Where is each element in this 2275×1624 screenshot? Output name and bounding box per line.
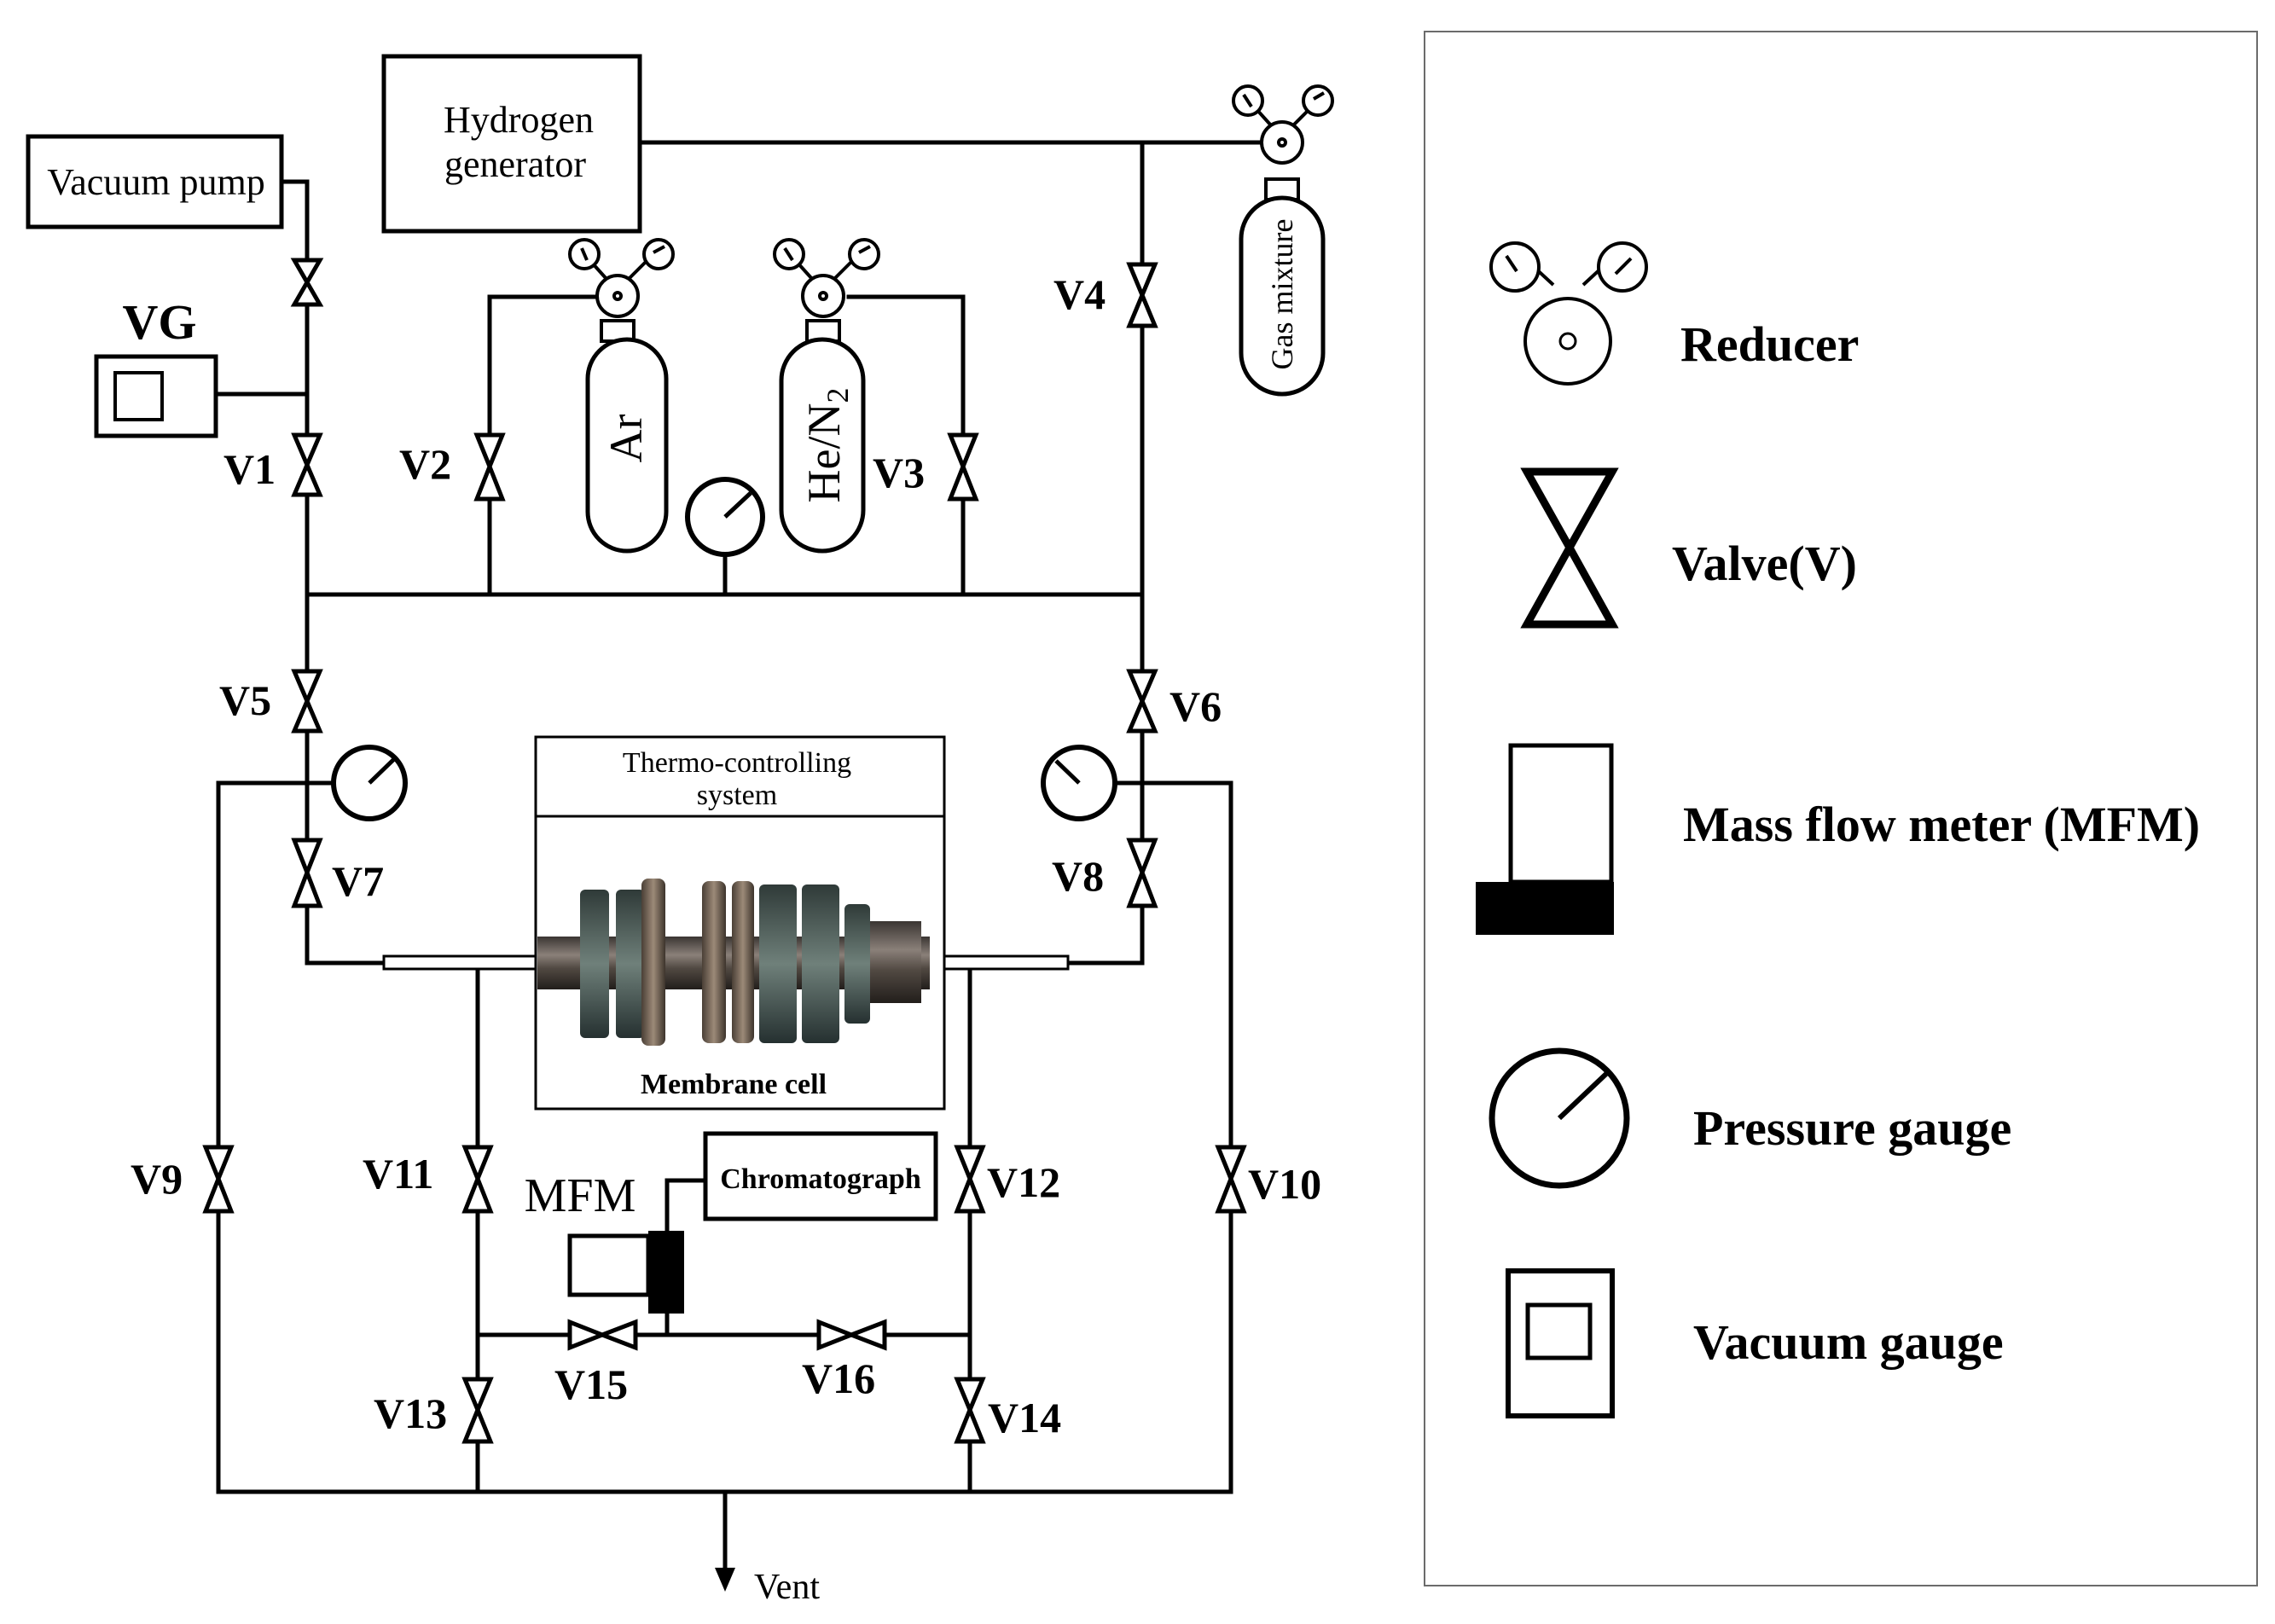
legend-vacuum-gauge-label: Vacuum gauge [1693,1314,2004,1370]
valve-label-v9: V9 [131,1155,183,1203]
he-n2-cylinder: He/N2 [779,319,866,554]
valve-v10-icon [1215,1145,1247,1214]
valve-vacuum-pump-icon [290,258,324,307]
hydrogen-generator: Hydrogen generator [381,54,642,234]
valve-label-v10: V10 [1248,1160,1321,1208]
vacuum-gauge-label: VG [123,294,197,350]
valves [202,258,1247,1444]
reducer-he-n2 [773,238,880,318]
he-n2-text: He/N [798,403,850,503]
right-pressure-gauge [1041,745,1117,821]
valve-label-v2: V2 [399,440,451,488]
vacuum-pump-label: Vacuum pump [47,161,264,203]
gas-mixture-label: Gas mixture [1265,219,1299,370]
valve-label-v8: V8 [1052,852,1104,900]
membrane-cell-label: Membrane cell [641,1069,827,1100]
valve-v2-icon [473,432,506,502]
gas-mixture-cylinder: Gas mixture [1239,177,1326,397]
membrane-cell-image [537,879,930,1046]
valve-label-v1: V1 [223,445,276,493]
reducer-ar [568,238,675,318]
vacuum-gauge-vg: VG [94,294,218,438]
legend-valve-icon [1520,467,1619,629]
legend-reducer-label: Reducer [1680,316,1859,372]
piping [215,140,1263,1572]
valve-label-v5: V5 [219,676,271,724]
valve-v7-icon [291,838,323,908]
legend-pressure-gauge-icon [1489,1047,1630,1189]
ar-cylinder-label: Ar [601,414,652,462]
mfm-device: MFM [525,1169,684,1314]
valve-v8-icon [1126,838,1158,908]
valve-v12-icon [954,1145,986,1214]
vacuum-pump: Vacuum pump [26,134,284,229]
valve-label-v11: V11 [363,1150,433,1198]
valve-label-v15: V15 [554,1360,628,1408]
valve-labels: V1 V2 V3 V4 V5 V6 V7 V8 V9 V10 V11 V12 V… [131,270,1321,1441]
legend-mfm-icon [1476,743,1614,935]
reducer-gas-mixture [1232,84,1334,165]
valve-v5-icon [291,669,323,734]
chromatograph: Chromatograph [703,1131,938,1221]
valve-v13-icon [461,1377,494,1444]
valve-label-v7: V7 [332,857,384,905]
chromatograph-label: Chromatograph [720,1163,921,1195]
vent-label: Vent [754,1568,820,1607]
he-n2-cylinder-label: He/N2 [798,388,855,503]
legend-pressure-gauge-label: Pressure gauge [1693,1100,2011,1156]
legend-mfm-label: Mass flow meter (MFM) [1683,797,2200,852]
legend-vacuum-gauge-icon [1506,1268,1615,1418]
thermo-label-1: Thermo-controlling [623,747,851,779]
valve-label-v14: V14 [988,1394,1061,1441]
legend-panel: Reducer Valve(V) Mass flow meter (MFM) P… [1424,31,2258,1586]
valve-v15-icon [567,1319,638,1351]
hydrogen-generator-label-1: Hydrogen [444,99,594,141]
valve-label-v13: V13 [374,1389,447,1437]
valve-v9-icon [202,1145,235,1214]
he-n2-subscript: 2 [821,388,855,403]
valve-v3-icon [947,432,979,502]
valve-v16-icon [816,1319,887,1351]
valve-label-v3: V3 [873,449,925,496]
valve-v4-icon [1126,262,1158,328]
vent-arrow-icon [715,1568,735,1592]
hydrogen-generator-label-2: generator [444,143,586,185]
legend-reducer-icon [1489,241,1648,386]
valve-label-v16: V16 [802,1354,875,1402]
legend-valve-label: Valve(V) [1672,536,1857,591]
ar-cylinder: Ar [585,319,669,554]
valve-v1-icon [291,432,323,497]
header-pressure-gauge [685,477,765,557]
valve-v14-icon [954,1377,986,1444]
valve-label-v6: V6 [1169,682,1222,730]
left-pressure-gauge [331,745,408,821]
valve-v6-icon [1126,669,1158,734]
valve-label-v4: V4 [1053,270,1106,318]
mfm-label: MFM [525,1169,636,1222]
valve-v11-icon [461,1145,494,1214]
valve-label-v12: V12 [987,1158,1060,1206]
thermo-label-2: system [697,780,777,811]
